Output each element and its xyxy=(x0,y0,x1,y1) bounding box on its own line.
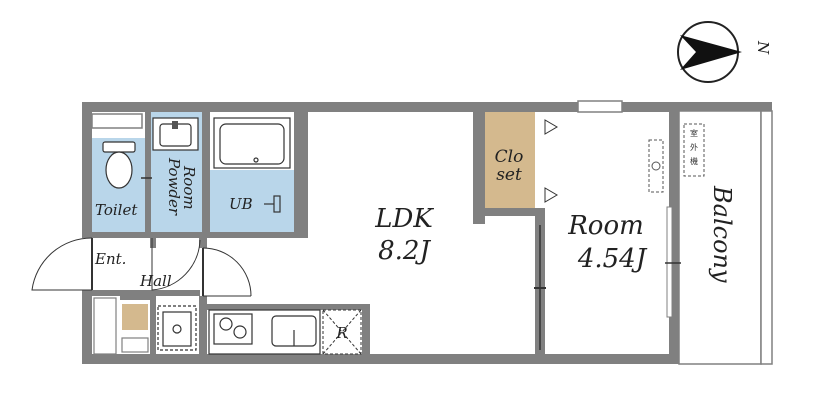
hall-label: Hall xyxy=(139,272,172,290)
closet-label-line1: Clo xyxy=(495,147,524,167)
outdoor-unit-char-3: 機 xyxy=(690,156,698,166)
outdoor-unit-char-1: 室 xyxy=(690,128,698,138)
closet-label-line2: set xyxy=(496,165,522,185)
balcony-label: Balcony xyxy=(708,185,736,283)
windows xyxy=(91,100,623,129)
outdoor-unit: 室 外 機 xyxy=(683,123,705,177)
toilet-icon xyxy=(102,141,136,189)
shower-icon xyxy=(264,195,281,213)
closet-hangers-icon xyxy=(544,119,558,203)
powder-room-label-line2: Room xyxy=(180,165,198,210)
refrigerator-space: R xyxy=(322,309,362,355)
doors xyxy=(31,225,546,350)
compass-label: N xyxy=(754,40,772,55)
room-size: 4.54J xyxy=(577,244,648,274)
powder-room-label-line1: Powder xyxy=(165,157,183,216)
washing-machine-icon xyxy=(157,305,197,351)
outdoor-unit-char-2: 外 xyxy=(690,142,698,152)
ldk-label: LDK xyxy=(374,204,434,234)
compass-needle-icon xyxy=(680,35,742,70)
shoe-storage xyxy=(122,304,148,330)
air-conditioner-icon xyxy=(648,139,664,193)
room-label: Room xyxy=(567,211,644,241)
walls xyxy=(82,102,772,364)
refrigerator-label: R xyxy=(335,324,347,342)
bathtub-icon xyxy=(213,117,291,169)
toilet-label: Toilet xyxy=(95,201,138,219)
compass: N xyxy=(677,21,772,83)
entrance-label: Ent. xyxy=(94,250,126,268)
balcony-sash xyxy=(666,206,673,318)
entrance-door-icon xyxy=(31,237,93,291)
kitchen-counter xyxy=(208,309,321,355)
washbasin-icon xyxy=(152,117,199,151)
closet-fill xyxy=(485,112,535,208)
ub-label: UB xyxy=(229,195,253,213)
ldk-size: 8.2J xyxy=(378,236,431,266)
